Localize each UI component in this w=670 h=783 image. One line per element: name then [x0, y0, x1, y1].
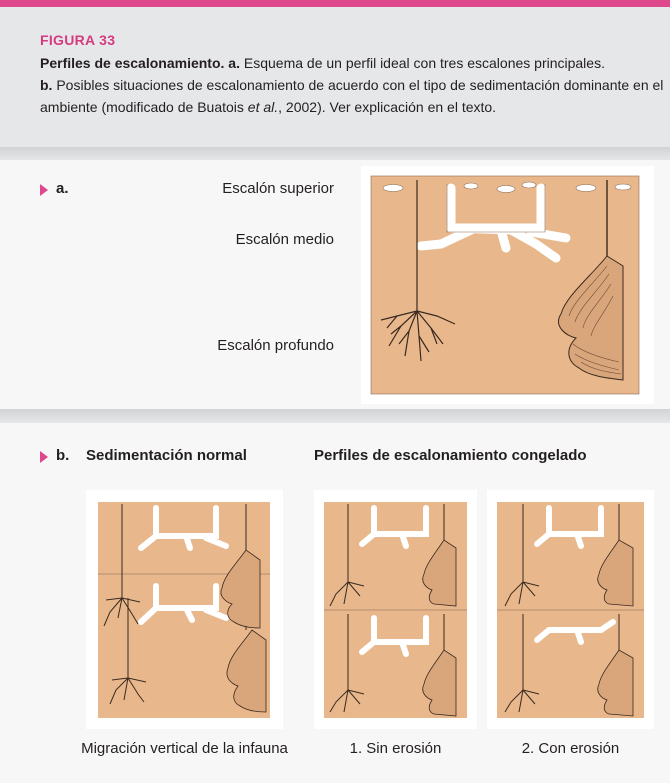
tier-medio-label: Escalón medio [236, 231, 334, 248]
normal-sedimentation-panel [86, 490, 283, 729]
caption-b-text-1: Posibles situaciones de escalonamiento d… [56, 77, 663, 93]
part-b-label: b. [56, 447, 69, 464]
caption-vertical-migration: Migración vertical de la infauna [76, 740, 293, 757]
no-erosion-diagram [314, 490, 477, 729]
caption-no-erosion: 1. Sin erosión [314, 740, 477, 757]
figure-caption: FIGURA 33 Perfiles de escalonamiento. a.… [40, 32, 655, 118]
section-divider-top [0, 147, 670, 161]
tier-superior-label: Escalón superior [222, 180, 334, 197]
section-b: b. Sedimentación normal Perfiles de esca… [0, 423, 670, 783]
normal-sedimentation-heading: Sedimentación normal [86, 447, 247, 464]
triangle-marker-icon [40, 184, 48, 196]
no-erosion-panel [314, 490, 477, 729]
caption-line-3: ambiente (modificado de Buatois et al., … [40, 96, 655, 118]
caption-b-text-2a: ambiente (modificado de Buatois [40, 99, 248, 115]
frozen-profiles-heading: Perfiles de escalonamiento congelado [314, 447, 587, 464]
ideal-profile-diagram [361, 166, 654, 404]
caption-line-1: Perfiles de escalonamiento. a. Esquema d… [40, 52, 655, 74]
section-a: a. Escalón superior Escalón medio Escaló… [0, 160, 670, 410]
with-erosion-panel [487, 490, 654, 729]
caption-b-marker: b. [40, 77, 52, 93]
section-divider-bottom [0, 409, 670, 423]
with-erosion-diagram [487, 490, 654, 729]
tier-profundo-label: Escalón profundo [217, 337, 334, 354]
triangle-marker-icon [40, 451, 48, 463]
figure-label: FIGURA 33 [40, 32, 655, 48]
caption-title: Perfiles de escalonamiento. [40, 55, 224, 71]
caption-a-marker: a. [228, 55, 240, 71]
caption-line-2: b. Posibles situaciones de escalonamient… [40, 74, 655, 96]
accent-bar [0, 0, 670, 7]
caption-a-text: Esquema de un perfil ideal con tres esca… [244, 55, 605, 71]
caption-b-text-2b: et al. [248, 99, 278, 115]
caption-with-erosion: 2. Con erosión [487, 740, 654, 757]
part-a-label: a. [56, 180, 69, 197]
ideal-profile-panel [361, 166, 654, 404]
normal-sedimentation-diagram [86, 490, 283, 729]
caption-b-text-2c: , 2002). Ver explicación en el texto. [278, 99, 496, 115]
